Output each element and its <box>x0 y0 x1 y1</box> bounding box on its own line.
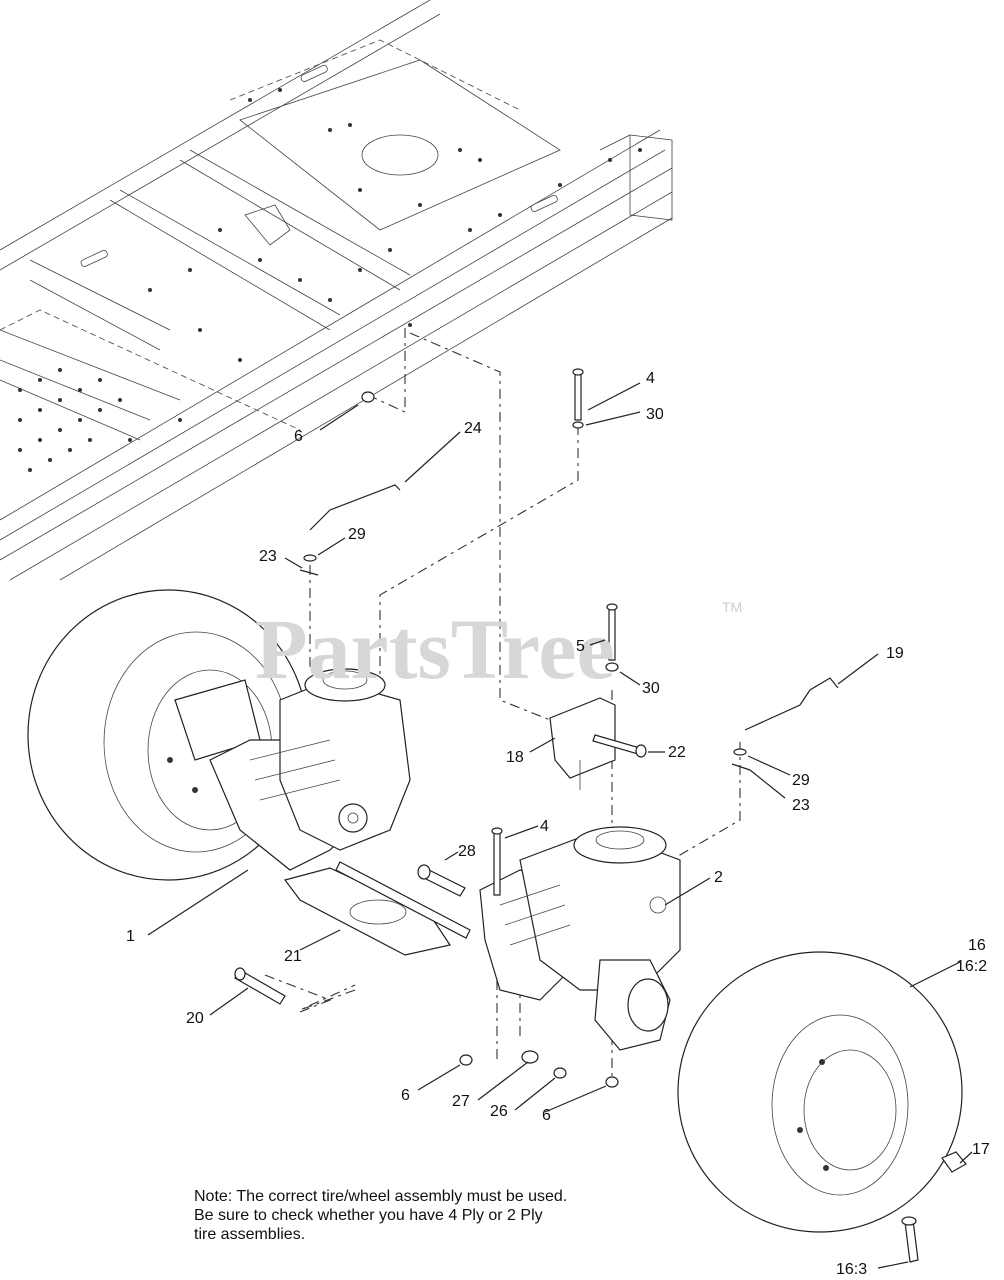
callout-30-mid: 30 <box>642 680 660 697</box>
callout-4-mid: 4 <box>540 818 549 835</box>
callout-16-3: 16:3 <box>836 1261 867 1278</box>
tire-assembly-note: Note: The correct tire/wheel assembly mu… <box>194 1187 654 1244</box>
callout-27: 27 <box>452 1093 470 1110</box>
note-line-3: tire assemblies. <box>194 1226 306 1243</box>
callout-leaders <box>147 382 973 1269</box>
callout-4-top: 4 <box>646 370 655 387</box>
callout-19: 19 <box>886 645 904 662</box>
callout-labels: 4 30 6 24 29 23 5 30 19 22 18 29 23 4 28… <box>126 370 990 1278</box>
right-tire-wheel <box>677 951 963 1233</box>
left-transaxle <box>174 668 411 871</box>
callout-30-top: 30 <box>646 406 664 423</box>
callout-18: 18 <box>506 749 524 766</box>
lug-nut-17 <box>941 1151 967 1173</box>
callout-16-2: 16:2 <box>956 958 987 975</box>
callout-23-right: 23 <box>792 797 810 814</box>
bolt-4-mid <box>491 827 503 896</box>
callout-6-bottom-left: 6 <box>401 1087 410 1104</box>
callout-29-left: 29 <box>348 526 366 543</box>
callout-24: 24 <box>464 420 482 437</box>
callout-26: 26 <box>490 1103 508 1120</box>
pivot-bolt <box>234 967 286 1005</box>
callout-21: 21 <box>284 948 302 965</box>
watermark-tm: TM <box>722 599 742 615</box>
callout-23-left: 23 <box>259 548 277 565</box>
callout-20: 20 <box>186 1010 204 1027</box>
callout-28: 28 <box>458 843 476 860</box>
right-transaxle <box>479 826 681 1051</box>
callout-5: 5 <box>576 638 585 655</box>
valve-stem-16-3 <box>901 1216 919 1263</box>
callout-29-right: 29 <box>792 772 810 789</box>
callout-2: 2 <box>714 869 723 886</box>
callout-16: 16 <box>968 937 986 954</box>
bolt-28 <box>417 864 466 897</box>
note-line-2: Be sure to check whether you have 4 Ply … <box>194 1207 543 1224</box>
callout-6-bottom-right: 6 <box>542 1107 551 1124</box>
callout-17: 17 <box>972 1141 990 1158</box>
callout-22: 22 <box>668 744 686 761</box>
note-line-1: Note: The correct tire/wheel assembly mu… <box>194 1188 568 1205</box>
center-mount-bracket <box>283 861 471 956</box>
callout-6-top: 6 <box>294 428 303 445</box>
watermark-text: PartsTree <box>255 601 615 697</box>
callout-1: 1 <box>126 928 135 945</box>
chassis-frame <box>0 0 673 581</box>
small-hardware <box>299 368 839 1088</box>
